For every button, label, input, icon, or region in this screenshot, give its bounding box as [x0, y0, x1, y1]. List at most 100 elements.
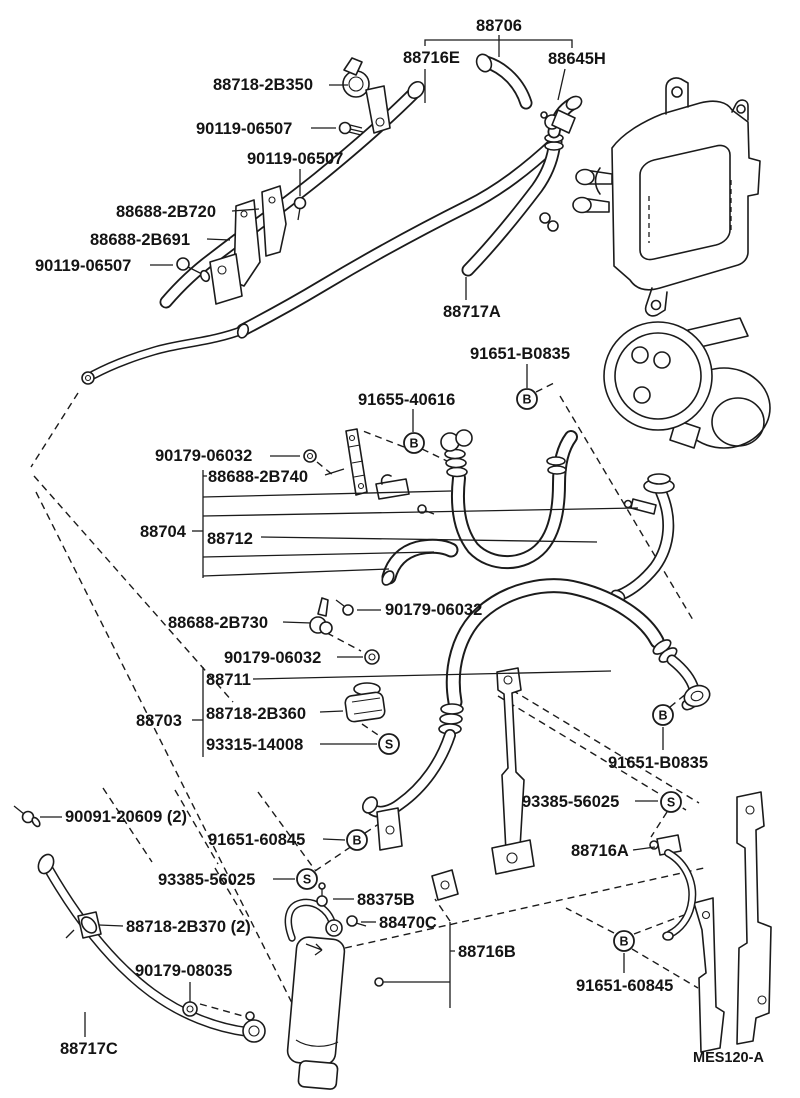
leader-lines	[40, 35, 664, 1037]
tube-end	[662, 931, 674, 941]
part-label-88688-2b740[interactable]: 88688-2B740	[208, 468, 308, 486]
construction-line	[535, 382, 555, 393]
valve-cap	[318, 882, 326, 890]
construction-line	[364, 811, 398, 834]
bracket-hole	[385, 825, 395, 835]
construction-line	[362, 430, 405, 448]
part-label-90179-06032-3[interactable]: 90179-06032	[224, 649, 321, 667]
compressor-nose	[711, 397, 765, 447]
clamp-flag	[343, 57, 363, 76]
construction-line	[633, 911, 693, 935]
part-label-90119-06507-1[interactable]: 90119-06507	[196, 120, 292, 138]
fastener-symbol-s-2[interactable]: S	[296, 868, 318, 890]
lower-mount-bracket	[376, 807, 403, 851]
part-label-90179-06032-2[interactable]: 90179-06032	[385, 601, 482, 619]
clamp-88688-2b730-inner	[319, 621, 333, 635]
part-label-93315-14008[interactable]: 93315-14008	[206, 736, 303, 754]
strip-hole	[503, 675, 513, 685]
symbol-circle	[660, 791, 682, 813]
part-label-88718-2b370[interactable]: 88718-2B370 (2)	[126, 918, 251, 936]
part-label-88718-2b360[interactable]: 88718-2B360	[206, 705, 306, 723]
small-bolt	[417, 504, 427, 514]
stub-end	[572, 196, 592, 214]
construction-line	[565, 907, 615, 934]
part-label-88706[interactable]: 88706	[476, 17, 522, 35]
fastener-symbol-b-5[interactable]: B	[613, 930, 635, 952]
part-label-88712[interactable]: 88712	[207, 530, 253, 548]
part-label-88717a[interactable]: 88717A	[443, 303, 501, 321]
part-label-91651-60845-1[interactable]: 91651-60845	[208, 831, 305, 849]
part-label-91655-40616[interactable]: 91655-40616	[358, 391, 455, 409]
part-label-93385-56025-2[interactable]: 93385-56025	[522, 793, 619, 811]
bracket-hole	[217, 265, 227, 275]
bracket-hole	[357, 482, 365, 490]
part-label-88716e[interactable]: 88716E	[403, 49, 460, 67]
part-label-91651-b0835-2[interactable]: 91651-B0835	[608, 754, 708, 772]
part-label-88718-2b350[interactable]: 88718-2B350	[213, 76, 313, 94]
part-label-90119-06507-2[interactable]: 90119-06507	[247, 150, 343, 168]
part-label-88645h[interactable]: 88645H	[548, 50, 606, 68]
tube-fitting	[325, 919, 343, 937]
part-label-88711[interactable]: 88711	[206, 671, 251, 689]
part-label-88703[interactable]: 88703	[136, 712, 182, 730]
part-label-88688-2b691[interactable]: 88688-2B691	[90, 231, 190, 249]
frame-foot	[491, 839, 535, 875]
part-label-91651-b0835-1[interactable]: 91651-B0835	[470, 345, 570, 363]
bolt-90179	[342, 604, 354, 616]
foot-hole	[506, 852, 518, 864]
fastener-symbol-b-1[interactable]: B	[516, 388, 538, 410]
lower-hose-assembly-art	[361, 578, 711, 851]
part-label-91651-60845-2[interactable]: 91651-60845	[576, 977, 673, 995]
tube-fitting-hole	[329, 923, 339, 933]
bolt-90119	[338, 121, 352, 135]
hose-end	[407, 80, 425, 100]
top-fastener-art	[176, 57, 391, 305]
part-label-88688-2b730[interactable]: 88688-2B730	[168, 614, 268, 632]
construction-line	[33, 475, 234, 703]
evaporator-right-tab	[731, 99, 749, 121]
leader	[424, 39, 573, 48]
bracket-hole	[757, 995, 767, 1005]
bracket-foot	[209, 253, 243, 305]
pipe-88717a-tail-inner	[90, 327, 246, 378]
curved-pipe-inner	[615, 487, 673, 600]
bolt-tail	[187, 266, 203, 275]
part-label-88717c[interactable]: 88717C	[60, 1040, 118, 1058]
fastener-symbol-s-1[interactable]: S	[378, 733, 400, 755]
part-label-88375b[interactable]: 88375B	[357, 891, 415, 909]
bracket-hole	[348, 434, 356, 442]
part-label-90179-06032-1[interactable]: 90179-06032	[155, 447, 252, 465]
center-bracket-art	[309, 597, 535, 901]
clamp-tail	[65, 929, 75, 939]
construction-line	[434, 898, 451, 922]
tube-88716a-inner	[665, 850, 695, 937]
leader	[319, 710, 344, 713]
leader	[202, 551, 435, 558]
part-label-90179-08035[interactable]: 90179-08035	[135, 962, 232, 980]
part-label-93385-56025-1[interactable]: 93385-56025	[158, 871, 255, 889]
fastener-symbol-s-3[interactable]: S	[660, 791, 682, 813]
leader	[202, 568, 390, 577]
part-label-88716b[interactable]: 88716B	[458, 943, 516, 961]
hose-88717a-inner	[463, 143, 559, 275]
leader	[383, 922, 455, 1008]
part-label-88688-2b720[interactable]: 88688-2B720	[116, 203, 216, 221]
leader	[322, 838, 346, 841]
part-label-90091-20609[interactable]: 90091-20609 (2)	[65, 808, 187, 826]
part-label-88470c[interactable]: 88470C	[379, 914, 437, 932]
pipe-clamp	[630, 498, 657, 515]
fastener-symbol-b-3[interactable]: B	[346, 829, 368, 851]
grommet-hole	[186, 1005, 194, 1013]
bracket-hole	[745, 805, 755, 815]
part-label-88704[interactable]: 88704	[140, 523, 187, 541]
clip-hook	[380, 474, 392, 485]
part-label-88716a[interactable]: 88716A	[571, 842, 629, 860]
part-label-90119-06507-3[interactable]: 90119-06507	[35, 257, 131, 275]
fastener-symbol-b-4[interactable]: B	[652, 704, 674, 726]
symbol-letter: S	[303, 873, 311, 887]
bracket-hole	[240, 210, 248, 218]
fastener-symbol-b-2[interactable]: B	[403, 432, 425, 454]
construction-line	[102, 787, 153, 863]
leader	[202, 507, 639, 517]
